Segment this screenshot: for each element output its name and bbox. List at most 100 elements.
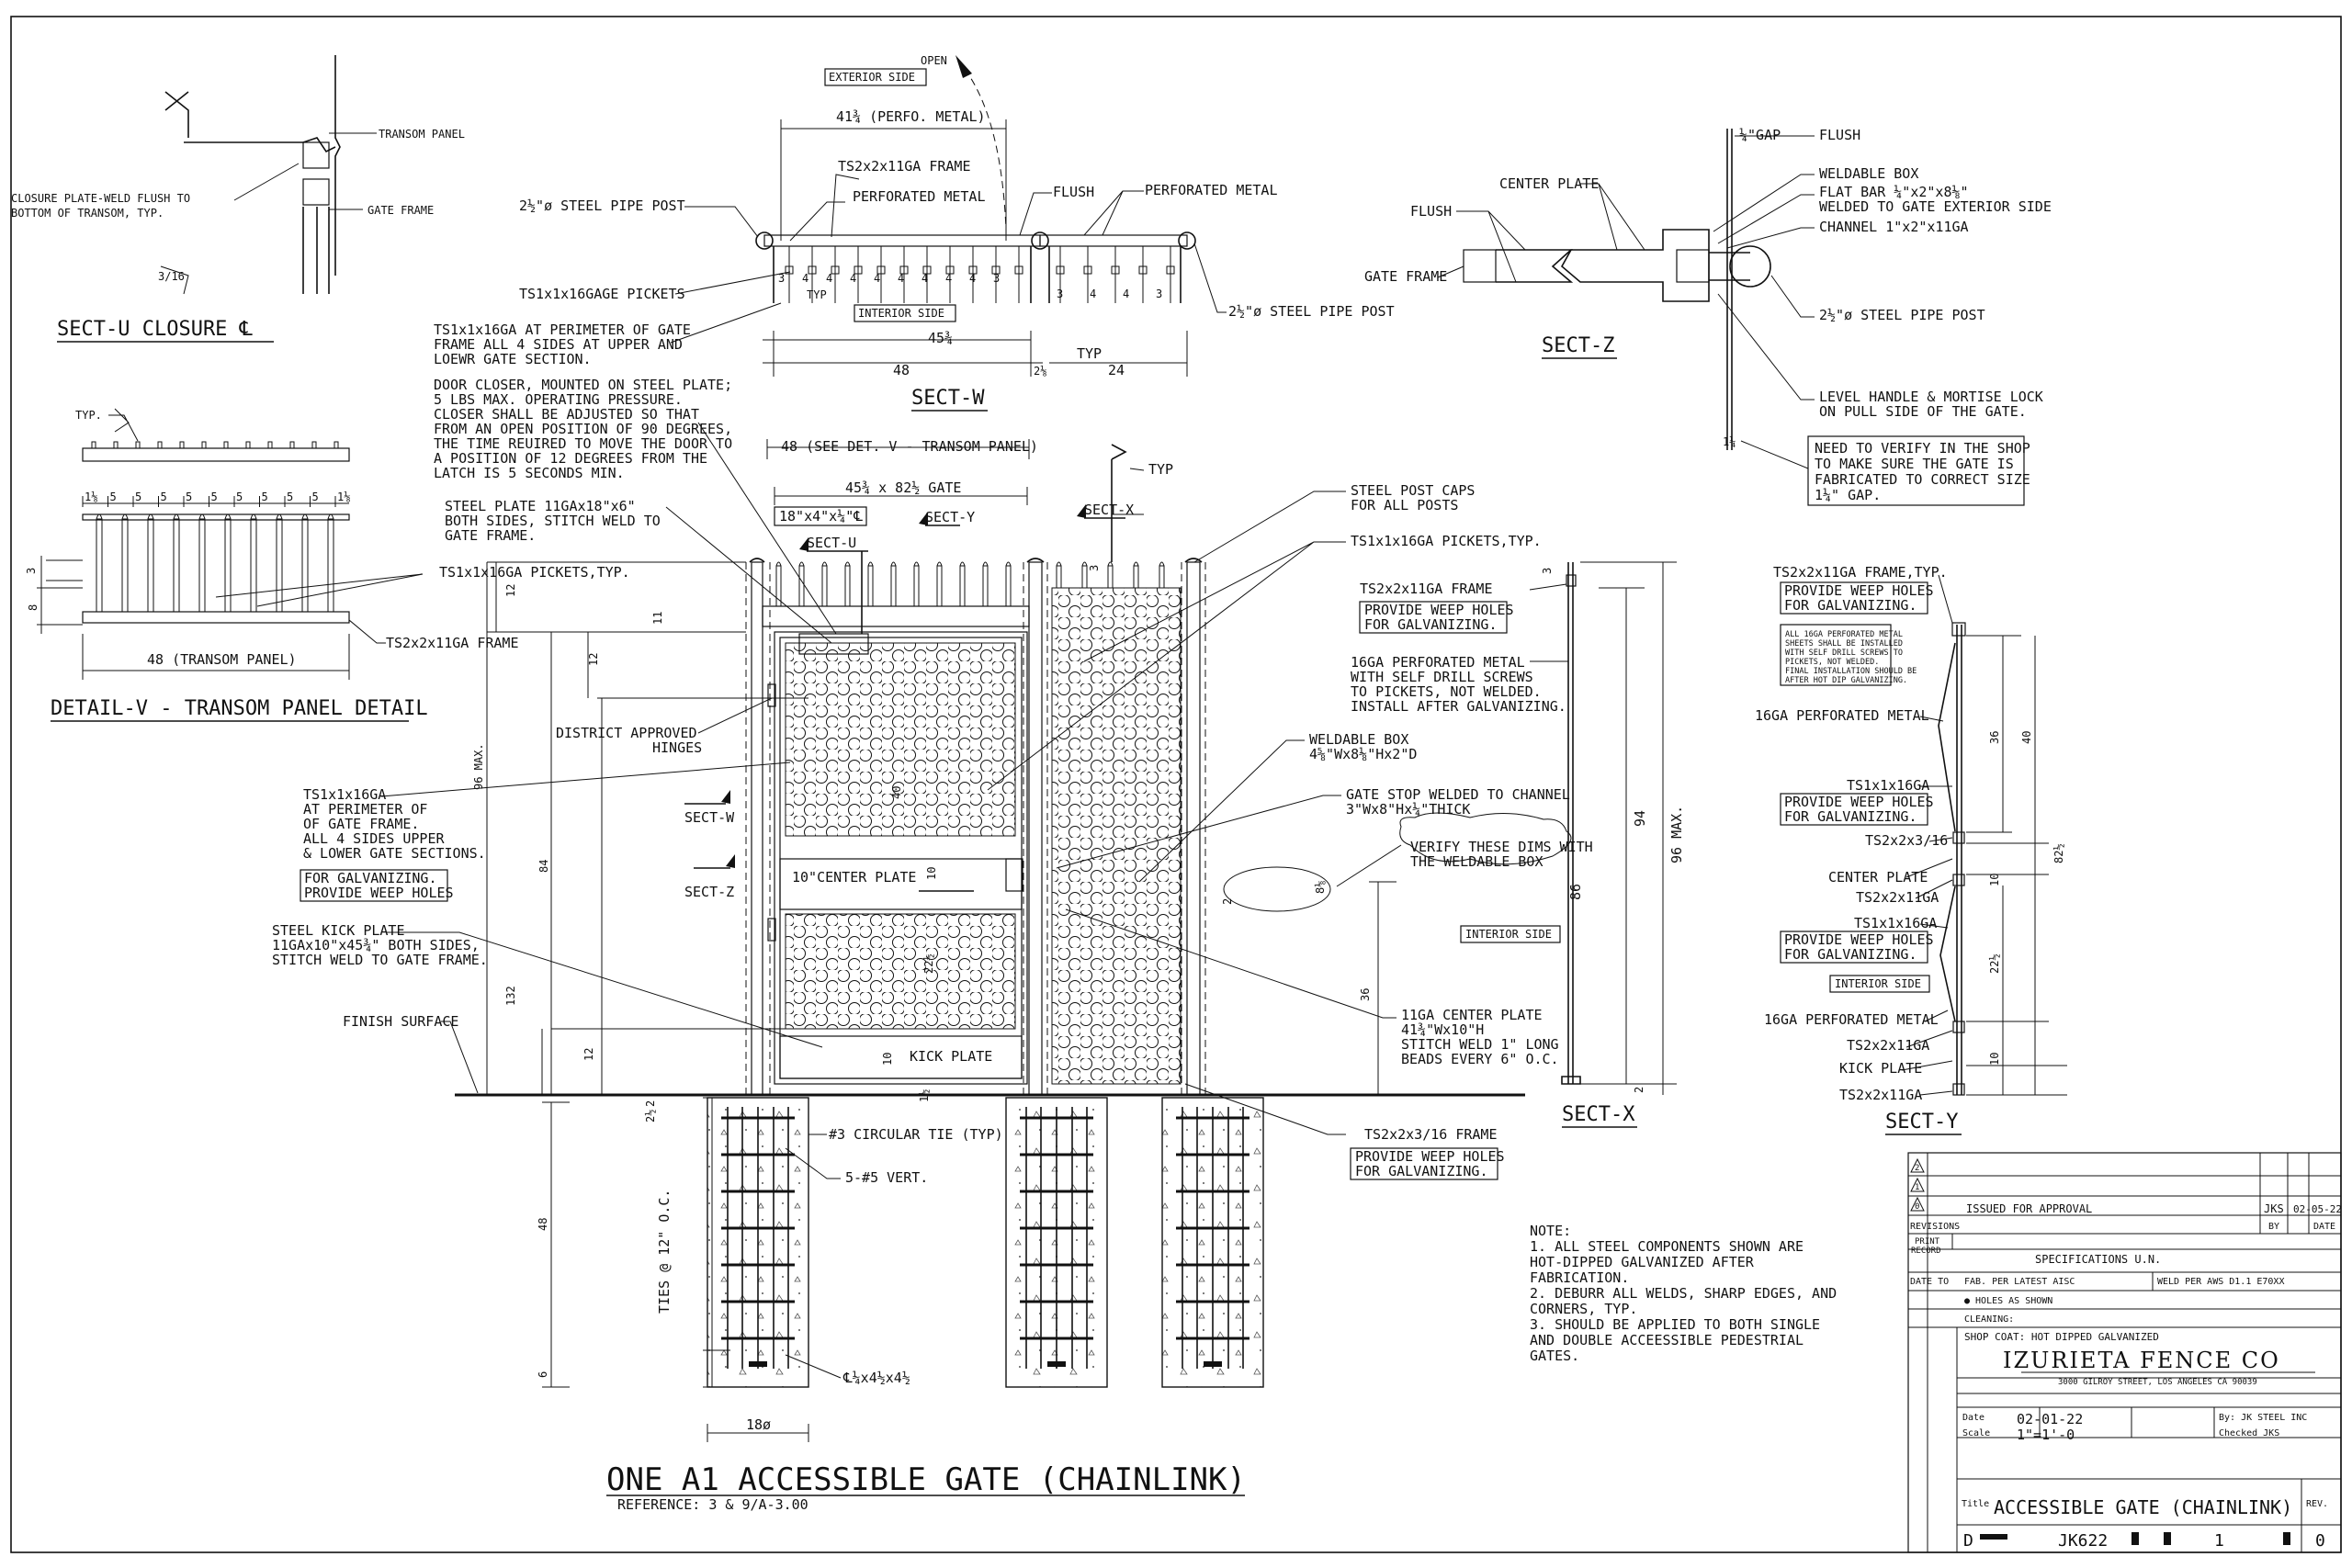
sect-y-ts11c: TS2x2x11GA bbox=[1839, 1087, 1922, 1103]
sect-z-box-label: WELDABLE BOX bbox=[1819, 165, 1918, 182]
detail-v-picket-cap bbox=[147, 513, 154, 520]
sect-u-transom-panel-label: TRANSOM PANEL bbox=[379, 128, 465, 141]
sect-z-verify-1: NEED TO VERIFY IN THE SHOP bbox=[1815, 440, 2030, 457]
sect-y-dim-36: 36 bbox=[1988, 731, 2001, 744]
sect-y-dim-82: 82½ bbox=[2052, 843, 2065, 863]
sect-u-weld-size: 3/16 bbox=[158, 270, 185, 283]
detail-v-picket bbox=[276, 518, 283, 613]
note-closer-2: 5 LBS MAX. OPERATING PRESSURE. bbox=[434, 391, 683, 408]
elev-post-caps-1: STEEL POST CAPS bbox=[1351, 482, 1475, 499]
elev-right-picket-cap bbox=[1133, 561, 1139, 567]
detail-v-picket bbox=[121, 518, 129, 613]
drawing-title-text: ONE A1 ACCESSIBLE GATE (CHAINLINK) bbox=[606, 1461, 1246, 1498]
sect-y-kick: KICK PLATE bbox=[1839, 1060, 1922, 1077]
tb-date-to: DATE TO bbox=[1910, 1277, 1949, 1287]
detail-v-dim-3: 3 bbox=[25, 568, 38, 574]
elev-sect-z: SECT-Z bbox=[684, 884, 734, 900]
elev-dim-8: 8⅛ bbox=[1314, 881, 1327, 894]
detail-v-picket-cap bbox=[96, 513, 103, 520]
sect-z-flush-top: FLUSH bbox=[1819, 127, 1860, 143]
elev-plate-dim: 18"x4"x¼"℄ bbox=[779, 508, 863, 525]
elev-right-picket-cap bbox=[1159, 561, 1165, 567]
elev-transom-picket-cap bbox=[982, 561, 989, 567]
gate-notes-left: TS1x1x16GA AT PERIMETER OF GATE FRAME AL… bbox=[272, 302, 837, 1094]
note-pickets-1: TS1x1x16GA AT PERIMETER OF GATE bbox=[434, 321, 691, 338]
footing-base-plate bbox=[1204, 1361, 1222, 1367]
detail-v-picket-cap bbox=[224, 513, 232, 520]
detail-v-picket-cap bbox=[276, 513, 283, 520]
sect-w-title: SECT-W bbox=[911, 387, 985, 410]
revision-number: 0 bbox=[1915, 1202, 1919, 1212]
detail-v-picket bbox=[173, 518, 180, 613]
elev-dim-12a: 12 bbox=[504, 584, 517, 597]
detail-v-typ-label: TYP. bbox=[75, 409, 102, 422]
sect-y-note-4: PICKETS, NOT WELDED. bbox=[1785, 658, 1879, 667]
sect-y-weep-4: FOR GALVANIZING. bbox=[1784, 808, 1917, 825]
note-closer-6: A POSITION OF 12 DEGREES FROM THE bbox=[434, 450, 707, 467]
sect-z-verify-2: TO MAKE SURE THE GATE IS bbox=[1815, 456, 2014, 472]
elev-dim-22: 22½ bbox=[922, 953, 935, 974]
sect-y-note-6: AFTER HOT DIP GALVANIZING. bbox=[1785, 676, 1907, 685]
elev-center-2: 41¾"Wx10"H bbox=[1401, 1021, 1484, 1038]
sect-y-ts1: TS1x1x16GA bbox=[1847, 777, 1929, 794]
sect-w-spacing-label: 4 bbox=[802, 272, 808, 285]
tb-issue-date: 02-05-22 bbox=[2293, 1203, 2342, 1215]
sect-w-spacing-label: 3 bbox=[993, 272, 1000, 285]
elev-dim-1: 1½ bbox=[918, 1089, 931, 1102]
elev-transom-picket bbox=[1005, 565, 1012, 607]
tb-rev-label: REV. bbox=[2306, 1499, 2328, 1509]
sect-w-flush-label: FLUSH bbox=[1053, 184, 1094, 200]
sect-w-open-label: OPEN bbox=[921, 54, 947, 67]
note-plate-3: GATE FRAME. bbox=[445, 527, 536, 544]
note-galv-2: PROVIDE WEEP HOLES bbox=[304, 885, 454, 901]
elev-stop-2: 3"Wx8"Hx¼"THICK bbox=[1346, 801, 1470, 818]
detail-v-picket-cap bbox=[301, 513, 309, 520]
sect-x-detail: 3 2 94 86 96 MAX. TS2x2x11GA FRAME PROVI… bbox=[1351, 561, 1685, 1128]
detail-v-top-picket bbox=[179, 441, 185, 449]
general-notes: NOTE: 1. ALL STEEL COMPONENTS SHOWN ARE … bbox=[1530, 1223, 1837, 1364]
elev-transom-picket-cap bbox=[913, 561, 920, 567]
elev-transom-picket bbox=[890, 565, 897, 607]
revision-number: 2 bbox=[1915, 1164, 1919, 1173]
note-kick-3: STITCH WELD TO GATE FRAME. bbox=[272, 952, 488, 968]
elev-transom-picket-cap bbox=[890, 561, 897, 567]
detail-v-top-picket bbox=[334, 441, 339, 449]
sect-x-dim-94: 94 bbox=[1632, 810, 1648, 827]
elev-center-1: 11GA CENTER PLATE bbox=[1401, 1007, 1543, 1023]
sect-w-spacing-label: 3 bbox=[778, 272, 785, 285]
sect-y-dim-40: 40 bbox=[2020, 731, 2033, 744]
sect-x-dim-86: 86 bbox=[1567, 884, 1584, 900]
sheet-border bbox=[10, 16, 2342, 1553]
tb-print: PRINT bbox=[1915, 1237, 1940, 1247]
detail-v-picket-cap bbox=[121, 513, 129, 520]
elev-transom-picket bbox=[844, 565, 851, 607]
notes-line-2: HOT-DIPPED GALVANIZED AFTER bbox=[1530, 1254, 1755, 1270]
sect-y-note-3: WITH SELF DRILL SCREWS TO bbox=[1785, 649, 1903, 658]
elev-dim-36: 36 bbox=[1359, 988, 1372, 1001]
note-closer-1: DOOR CLOSER, MOUNTED ON STEEL PLATE; bbox=[434, 377, 732, 393]
sect-z-handle-2: ON PULL SIDE OF THE GATE. bbox=[1819, 403, 2027, 420]
elev-dim-132: 132 bbox=[504, 986, 517, 1006]
detail-v-picket bbox=[147, 518, 154, 613]
footing-plate: ℄¼x4½x4½ bbox=[842, 1370, 910, 1386]
sect-z-dim-gap: 1¼ bbox=[1723, 435, 1736, 448]
footing-dim-2b: 2½ bbox=[644, 1110, 657, 1122]
tb-scale-label: Scale bbox=[1962, 1428, 1990, 1438]
sect-z-title: SECT-Z bbox=[1542, 334, 1614, 357]
tb-shop-coat: SHOP COAT: HOT DIPPED GALVANIZED bbox=[1964, 1331, 2159, 1343]
gate-elevation: 10"CENTER PLATE 10 KICK PLATE 10 40 22½ … bbox=[455, 438, 1593, 1180]
elev-right-picket bbox=[1056, 565, 1062, 589]
sect-z-verify-3: FABRICATED TO CORRECT SIZE bbox=[1815, 471, 2030, 488]
note-pickets-3: LOEWR GATE SECTION. bbox=[434, 351, 592, 367]
elev-dim-12b: 12 bbox=[587, 653, 600, 666]
elev-weep-1: PROVIDE WEEP HOLES bbox=[1355, 1148, 1505, 1165]
sect-u-detail: TRANSOM PANEL GATE FRAME CLOSURE PLATE-W… bbox=[11, 55, 465, 343]
elev-transom-picket bbox=[867, 565, 874, 607]
elev-transom-picket-cap bbox=[959, 561, 966, 567]
sect-y-dim-10b: 10 bbox=[1988, 1053, 2001, 1066]
sect-x-weep-1: PROVIDE WEEP HOLES bbox=[1364, 602, 1514, 618]
elev-sect-y: SECT-Y bbox=[925, 509, 975, 525]
sect-w-dim-48: 48 bbox=[893, 362, 910, 378]
revision-triangle bbox=[1910, 1177, 1925, 1192]
